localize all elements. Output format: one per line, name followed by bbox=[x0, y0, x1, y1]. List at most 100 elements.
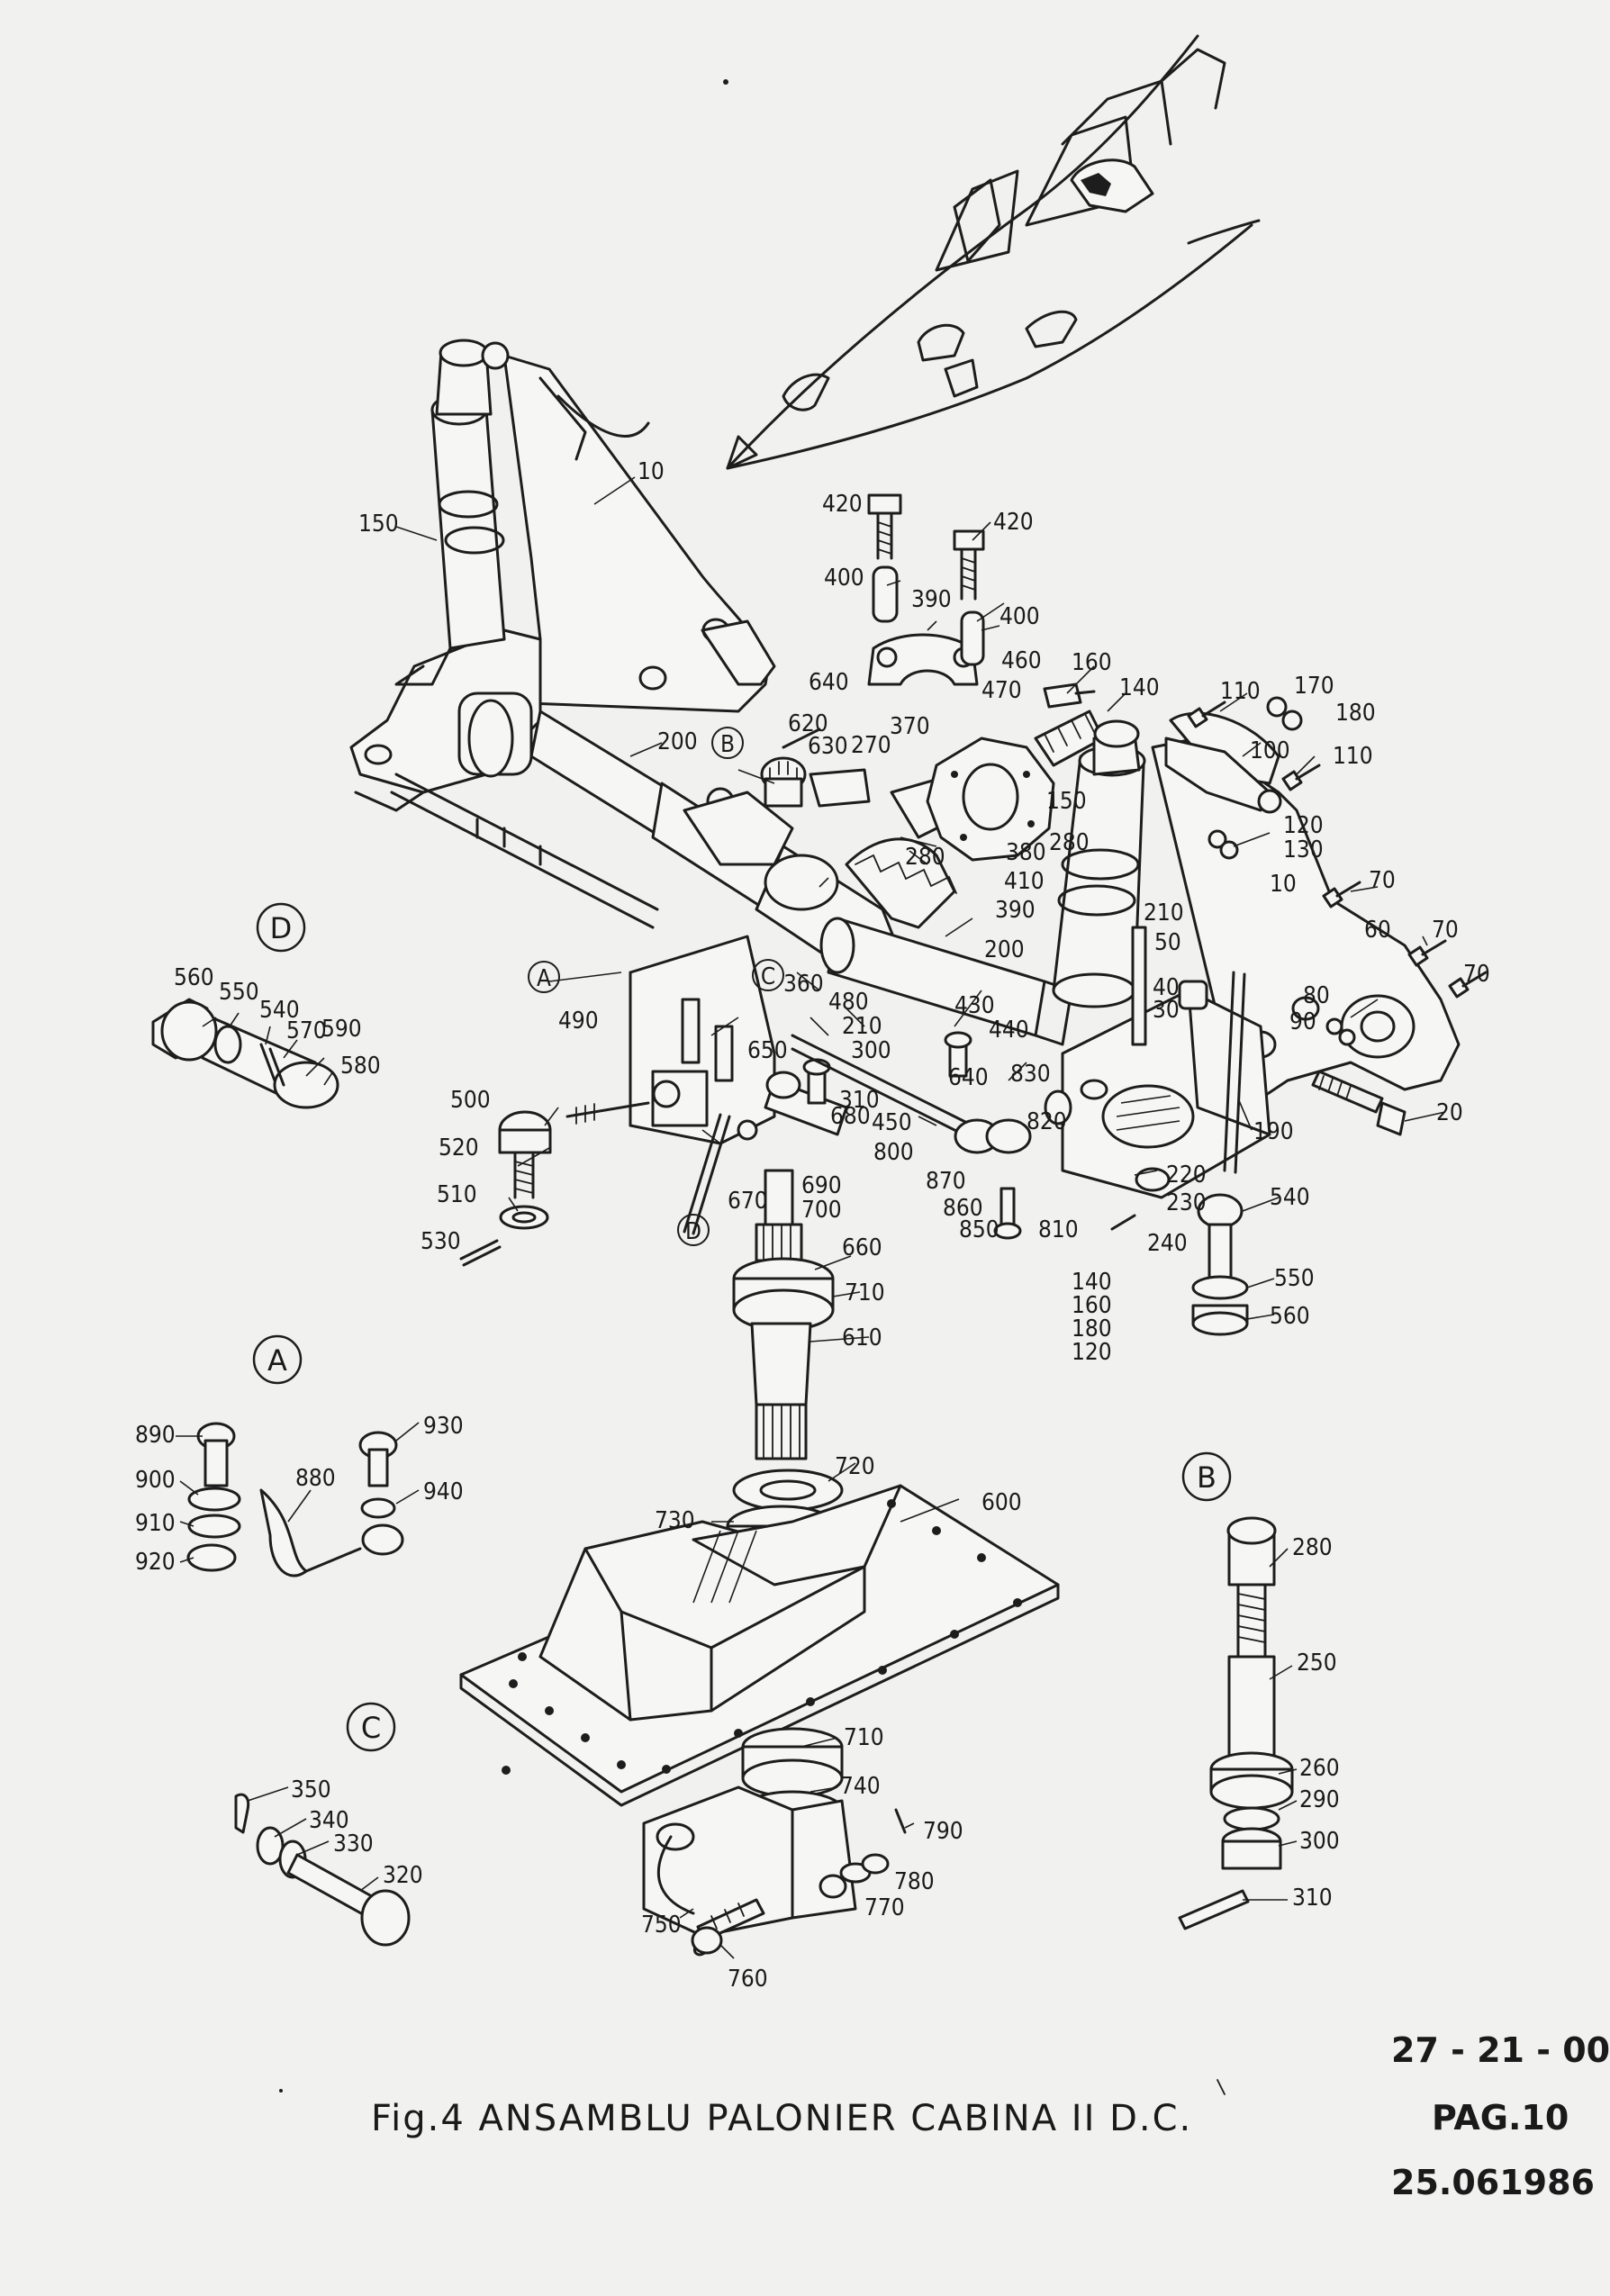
label-190: 190 bbox=[1253, 1118, 1294, 1145]
label-530: 530 bbox=[421, 1228, 461, 1255]
label-220: 220 bbox=[1166, 1162, 1207, 1189]
label-a-900: 900 bbox=[135, 1467, 176, 1494]
main-frame-left bbox=[349, 354, 776, 812]
label-150-left: 150 bbox=[358, 511, 399, 538]
label-450: 450 bbox=[872, 1109, 912, 1136]
label-680: 680 bbox=[830, 1103, 871, 1130]
label-a-880: 880 bbox=[295, 1465, 336, 1492]
svg-text:D: D bbox=[685, 1218, 701, 1245]
label-50: 50 bbox=[1154, 929, 1181, 956]
right-linkage-800 bbox=[791, 1031, 1249, 1336]
label-640-top: 640 bbox=[809, 669, 849, 696]
base-plate-holes bbox=[509, 1499, 1022, 1774]
label-130: 130 bbox=[1283, 836, 1324, 863]
detail-callout-b: B bbox=[1181, 1451, 1232, 1502]
document-date: 25.061986 bbox=[1391, 2163, 1595, 2202]
label-80: 80 bbox=[1303, 982, 1330, 1009]
label-550-right: 550 bbox=[1274, 1265, 1315, 1292]
label-110b: 110 bbox=[1333, 743, 1373, 770]
label-100: 100 bbox=[1250, 737, 1290, 764]
detail-c bbox=[234, 1793, 411, 1947]
label-b-280: 280 bbox=[1292, 1534, 1333, 1561]
leader-lines bbox=[176, 476, 1446, 1959]
label-c-340: 340 bbox=[309, 1807, 349, 1834]
ref-marker-c: C bbox=[752, 959, 784, 991]
label-810: 810 bbox=[1038, 1216, 1079, 1243]
label-d-580: 580 bbox=[340, 1053, 381, 1080]
figure-caption: Fig.4 ANSAMBLU PALONIER CABINA II D.C. bbox=[371, 2098, 1193, 2139]
label-280-right: 280 bbox=[1049, 829, 1090, 856]
part-labels: 10 10 20 30 40 50 60 70 70 70 80 90 100 … bbox=[135, 458, 1490, 1993]
label-380: 380 bbox=[1006, 839, 1046, 866]
label-660: 660 bbox=[842, 1234, 882, 1261]
label-110a: 110 bbox=[1220, 678, 1261, 705]
detail-d bbox=[151, 998, 339, 1109]
right-base-box-190 bbox=[1061, 926, 1271, 1199]
label-c-320: 320 bbox=[383, 1862, 423, 1889]
label-400-left: 400 bbox=[824, 565, 864, 592]
label-720: 720 bbox=[835, 1453, 875, 1480]
svg-text:D: D bbox=[270, 911, 293, 945]
label-410: 410 bbox=[1004, 868, 1045, 895]
label-d-540: 540 bbox=[259, 997, 300, 1024]
svg-text:A: A bbox=[267, 1343, 287, 1378]
label-70a: 70 bbox=[1369, 867, 1396, 894]
label-390-top: 390 bbox=[911, 586, 952, 613]
label-240: 240 bbox=[1147, 1230, 1188, 1257]
clamp-390-group bbox=[867, 493, 985, 686]
label-280-mid: 280 bbox=[905, 844, 945, 871]
label-600: 600 bbox=[981, 1489, 1022, 1516]
bottom-bracket-750 bbox=[642, 1727, 907, 1957]
label-440: 440 bbox=[989, 1017, 1029, 1044]
label-170: 170 bbox=[1294, 673, 1334, 700]
label-c-330: 330 bbox=[333, 1830, 374, 1858]
svg-text:C: C bbox=[761, 963, 775, 990]
base-plate-600 bbox=[459, 1484, 1060, 1807]
damper-150-left bbox=[394, 339, 510, 686]
label-b-250: 250 bbox=[1297, 1650, 1337, 1677]
label-b-310: 310 bbox=[1292, 1885, 1333, 1912]
label-870: 870 bbox=[926, 1168, 966, 1195]
label-360: 360 bbox=[783, 971, 824, 998]
detail-callout-a: A bbox=[252, 1334, 303, 1385]
label-310: 310 bbox=[839, 1087, 880, 1114]
label-830: 830 bbox=[1010, 1061, 1051, 1088]
document-reference: 27 - 21 - 00 bbox=[1391, 2030, 1610, 2070]
label-30: 30 bbox=[1153, 997, 1180, 1024]
label-90: 90 bbox=[1289, 1008, 1316, 1035]
label-150-right: 150 bbox=[1046, 788, 1087, 815]
link-arm-650 bbox=[683, 1058, 848, 1235]
label-40: 40 bbox=[1153, 974, 1180, 1001]
label-710-bottom: 710 bbox=[844, 1724, 884, 1751]
label-20: 20 bbox=[1436, 1099, 1463, 1126]
detail-b bbox=[1178, 1516, 1294, 1930]
ref-marker-b: B bbox=[711, 727, 744, 759]
label-710-top: 710 bbox=[845, 1279, 885, 1306]
label-420-left: 420 bbox=[822, 491, 863, 518]
label-490: 490 bbox=[558, 1008, 599, 1035]
label-640-mid: 640 bbox=[948, 1064, 989, 1091]
label-540-right: 540 bbox=[1270, 1184, 1310, 1211]
label-500: 500 bbox=[450, 1087, 491, 1114]
label-620: 620 bbox=[788, 710, 828, 737]
right-hardware bbox=[1164, 696, 1488, 1046]
bolt-20 bbox=[1311, 1070, 1406, 1136]
label-780: 780 bbox=[894, 1868, 935, 1895]
label-c-350: 350 bbox=[291, 1776, 331, 1803]
label-560-right: 560 bbox=[1270, 1303, 1310, 1330]
label-740: 740 bbox=[840, 1773, 881, 1800]
label-730: 730 bbox=[655, 1507, 695, 1534]
label-270: 270 bbox=[851, 732, 891, 759]
ref-marker-a: A bbox=[528, 961, 560, 993]
detail-a bbox=[186, 1422, 404, 1577]
label-520: 520 bbox=[439, 1134, 479, 1162]
label-760: 760 bbox=[728, 1966, 768, 1993]
label-d-560: 560 bbox=[174, 964, 214, 991]
label-60: 60 bbox=[1364, 917, 1391, 944]
label-a-940: 940 bbox=[423, 1478, 464, 1505]
label-120: 120 bbox=[1283, 812, 1324, 839]
label-160: 160 bbox=[1072, 649, 1112, 676]
label-200-right: 200 bbox=[984, 936, 1025, 963]
